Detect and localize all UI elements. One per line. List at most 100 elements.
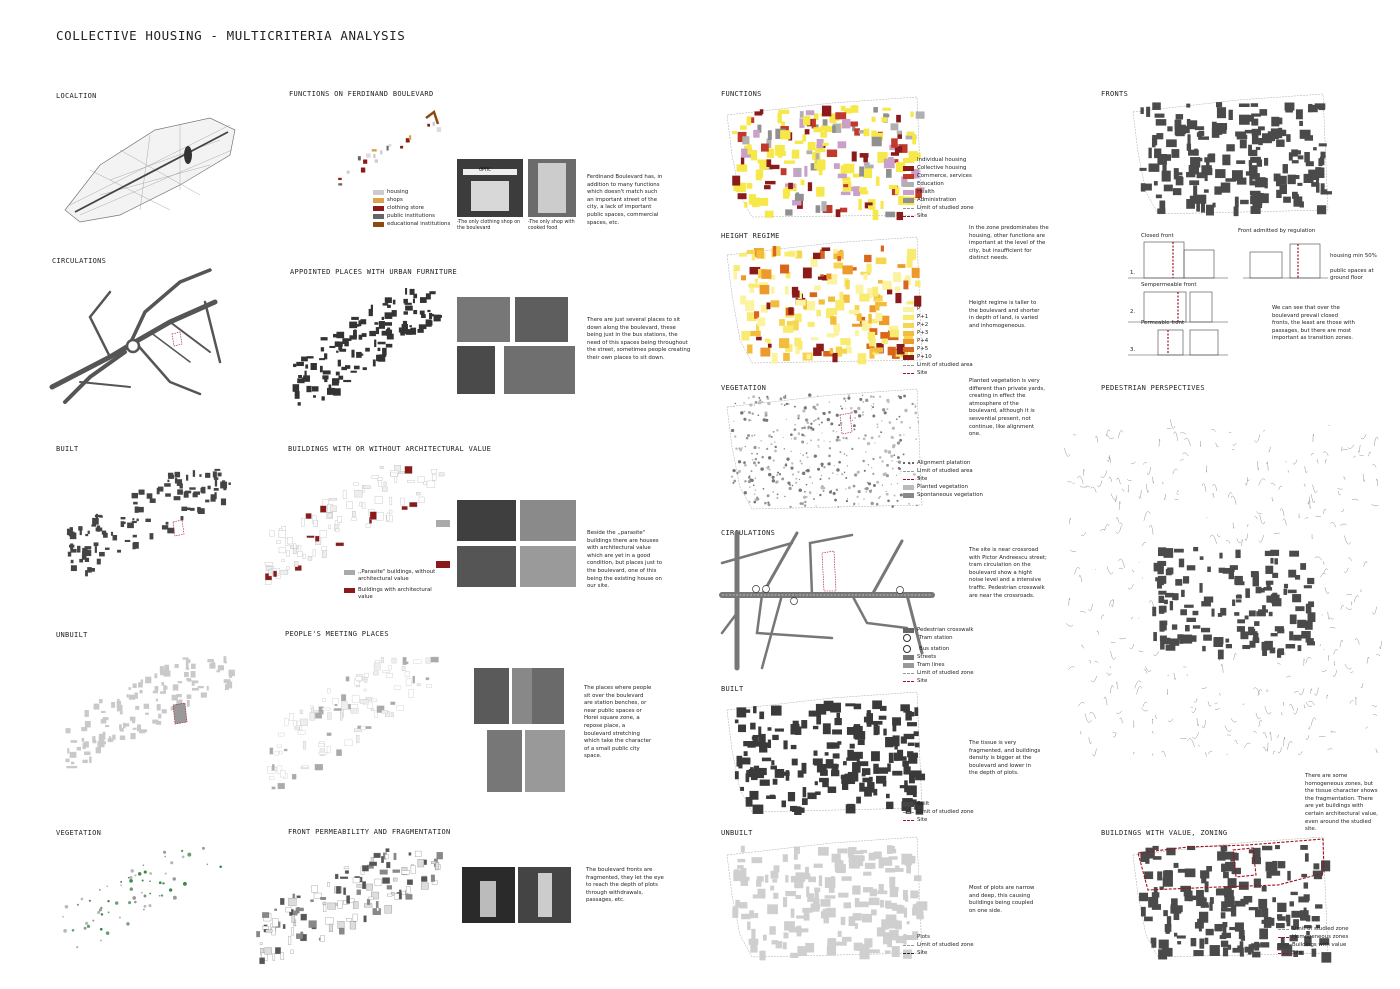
map-block xyxy=(324,378,328,383)
map-block xyxy=(182,657,189,660)
sketch-stroke xyxy=(1307,496,1310,505)
map-block xyxy=(353,365,360,370)
sketch-stroke xyxy=(1143,461,1148,465)
sketch-stroke xyxy=(1088,604,1093,612)
map-block xyxy=(1218,567,1226,573)
map-block xyxy=(1255,586,1262,594)
map-block xyxy=(816,309,821,317)
map-block xyxy=(836,941,847,946)
map-block xyxy=(300,718,308,726)
map-block xyxy=(733,265,740,271)
map-block xyxy=(160,894,164,897)
map-block xyxy=(298,374,302,379)
sketch-stroke xyxy=(1146,466,1151,475)
map-block xyxy=(854,473,858,477)
map-block xyxy=(392,299,396,305)
map-block xyxy=(1234,612,1240,616)
map-block xyxy=(1231,170,1243,181)
map-block xyxy=(187,679,192,682)
meeting-map xyxy=(267,656,439,790)
map-block xyxy=(264,562,274,566)
map-block xyxy=(362,865,369,872)
map-block xyxy=(1175,114,1184,120)
map-block xyxy=(854,330,860,336)
sketch-stroke xyxy=(1244,533,1248,541)
map-block xyxy=(217,665,225,671)
map-block xyxy=(783,466,785,469)
map-block xyxy=(291,927,294,936)
map-block xyxy=(343,338,352,341)
map-block xyxy=(740,845,745,853)
map-block xyxy=(1239,114,1250,125)
map-block xyxy=(382,670,391,673)
sketch-stroke xyxy=(1314,687,1319,696)
map-block xyxy=(749,403,753,407)
map-block xyxy=(269,776,275,780)
map-block xyxy=(808,393,812,397)
map-block xyxy=(741,148,752,158)
map-block xyxy=(794,140,804,145)
map-block xyxy=(138,730,146,734)
map-block xyxy=(361,353,364,356)
sketch-stroke xyxy=(1254,434,1261,443)
map-block xyxy=(1139,167,1147,171)
map-block xyxy=(866,720,872,727)
map-block xyxy=(176,693,182,698)
sketch-stroke xyxy=(1088,737,1092,744)
map-block xyxy=(100,719,107,724)
map-block xyxy=(916,901,928,911)
map-block xyxy=(751,412,754,415)
sketch-stroke xyxy=(1141,707,1149,712)
map-block xyxy=(385,343,393,348)
map-block xyxy=(132,518,135,521)
map-block xyxy=(1300,845,1308,850)
map-block xyxy=(265,929,273,933)
map-block xyxy=(804,165,808,177)
map-block xyxy=(786,457,790,461)
map-block xyxy=(346,895,351,904)
text-meeting: The places where people sit over the bou… xyxy=(584,685,652,760)
map-block xyxy=(863,162,870,166)
map-block xyxy=(149,880,151,882)
map-block xyxy=(143,894,147,898)
sketch-stroke xyxy=(1191,707,1197,713)
map-block xyxy=(210,494,217,500)
map-block xyxy=(182,881,187,886)
map-block xyxy=(852,105,858,113)
map-block xyxy=(346,918,352,922)
map-block xyxy=(132,896,137,900)
map-block xyxy=(102,717,109,721)
map-block xyxy=(801,798,808,806)
map-block xyxy=(130,732,136,740)
map-block xyxy=(765,338,770,343)
map-block xyxy=(119,735,126,740)
map-block xyxy=(758,726,762,737)
map-block xyxy=(305,364,309,369)
map-block xyxy=(859,761,869,767)
map-block xyxy=(903,280,909,290)
label-n3: 3. xyxy=(1130,347,1136,353)
map-block xyxy=(740,295,747,305)
map-block xyxy=(787,481,791,485)
map-block xyxy=(733,405,735,408)
map-block xyxy=(327,513,333,518)
map-block xyxy=(767,465,770,468)
map-block xyxy=(853,751,863,759)
map-block xyxy=(100,906,103,910)
map-block xyxy=(769,794,775,799)
map-block xyxy=(400,330,405,336)
sketch-stroke xyxy=(1365,726,1368,729)
map-block xyxy=(881,857,893,866)
map-block xyxy=(130,869,134,873)
sketch-stroke xyxy=(1094,661,1099,663)
sketch-stroke xyxy=(1112,732,1117,734)
map-block xyxy=(1232,599,1236,606)
map-block xyxy=(781,477,785,481)
map-block xyxy=(792,320,799,331)
map-block xyxy=(1139,892,1149,902)
map-block xyxy=(775,481,778,484)
map-block xyxy=(779,319,785,326)
map-block xyxy=(873,724,879,736)
map-block xyxy=(360,725,366,730)
map-block xyxy=(739,125,747,130)
